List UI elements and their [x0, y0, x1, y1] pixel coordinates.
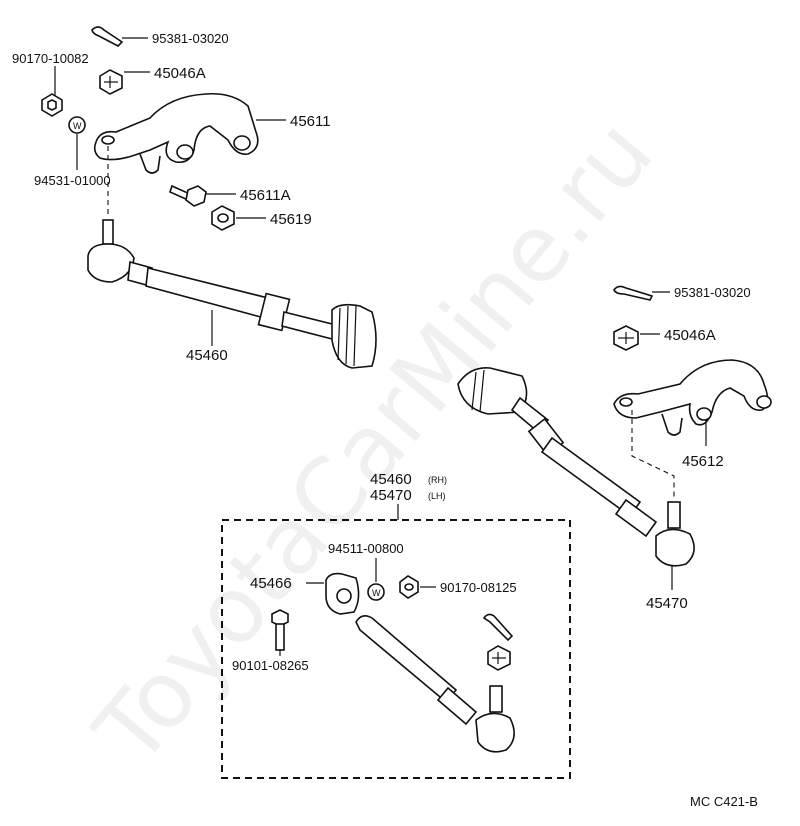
diagram-code: MC C421-B: [690, 794, 758, 809]
label-tie-rod-rh: 45460: [186, 347, 228, 364]
washer-box: W: [367, 583, 385, 601]
cotter-pin-left: [91, 26, 124, 47]
bolt-idler: [169, 184, 207, 207]
nut-idler: [211, 205, 235, 231]
box-title-lh: 45470: [370, 487, 412, 504]
box-cotter-pin: [482, 613, 514, 642]
box-title-lh-suffix: (LH): [428, 491, 446, 501]
label-clamp-box: 45466: [250, 575, 292, 592]
box-title-rh-suffix: (RH): [428, 475, 447, 485]
castle-nut-left: [99, 69, 123, 95]
washer-left: W: [68, 116, 86, 134]
label-bolt-box: 90101-08265: [232, 658, 309, 673]
label-washer-left: 94531-01000: [34, 173, 111, 188]
tie-rod-rh: [87, 219, 377, 369]
castle-nut-right: [613, 325, 639, 351]
watermark: ToyotaCarMine.ru: [74, 100, 673, 785]
label-tie-rod-lh: 45470: [646, 595, 688, 612]
box-castle-nut: [487, 645, 511, 671]
box-title-rh: 45460: [370, 471, 412, 488]
alignment-line-right: [631, 410, 675, 500]
label-knuckle-arm: 45612: [682, 453, 724, 470]
idler-arm: [93, 92, 259, 174]
clamp-box: [325, 572, 360, 615]
label-cotter-pin-left: 95381-03020: [152, 31, 229, 46]
label-cotter-pin-right: 95381-03020: [674, 285, 751, 300]
tie-rod-lh: [510, 396, 695, 567]
label-bolt-idler: 45611A: [240, 187, 291, 204]
assembly-box: [221, 519, 571, 779]
cotter-pin-right: [613, 285, 654, 301]
knuckle-arm: [613, 359, 772, 436]
rack-boot-right: [457, 367, 528, 415]
label-nut-idler: 45619: [270, 211, 312, 228]
label-nut-upper-left: 90170-10082: [12, 51, 89, 66]
label-idler-arm: 45611: [290, 113, 331, 130]
hex-nut-upper-left: [41, 93, 63, 117]
nut-box: [399, 575, 419, 599]
svg-text:W: W: [73, 121, 82, 131]
label-castle-nut-right: 45046A: [664, 327, 716, 344]
label-nut-box: 90170-08125: [440, 580, 517, 595]
svg-text:W: W: [372, 588, 381, 598]
label-castle-nut-left: 45046A: [154, 65, 206, 82]
label-washer-box: 94511-00800: [328, 541, 404, 556]
box-tie-rod: [355, 614, 515, 753]
